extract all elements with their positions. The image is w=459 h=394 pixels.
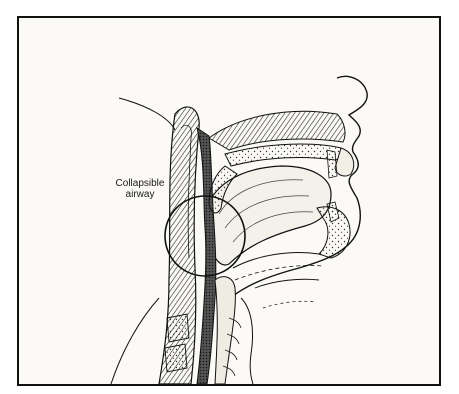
larynx	[215, 277, 235, 384]
hard-palate	[225, 144, 342, 166]
nasal-cavity	[209, 111, 345, 150]
figure-frame: Collapsible airway	[17, 16, 441, 386]
collapsible-airway-label: Collapsible airway	[102, 178, 178, 200]
head-neck-cross-section-illustration	[19, 18, 439, 384]
spine-and-posterior-wall	[159, 107, 199, 384]
callout-line-1: Collapsible	[102, 178, 178, 189]
callout-line-2: airway	[102, 189, 178, 200]
upper-teeth	[327, 150, 337, 178]
airway-channel	[197, 128, 216, 384]
